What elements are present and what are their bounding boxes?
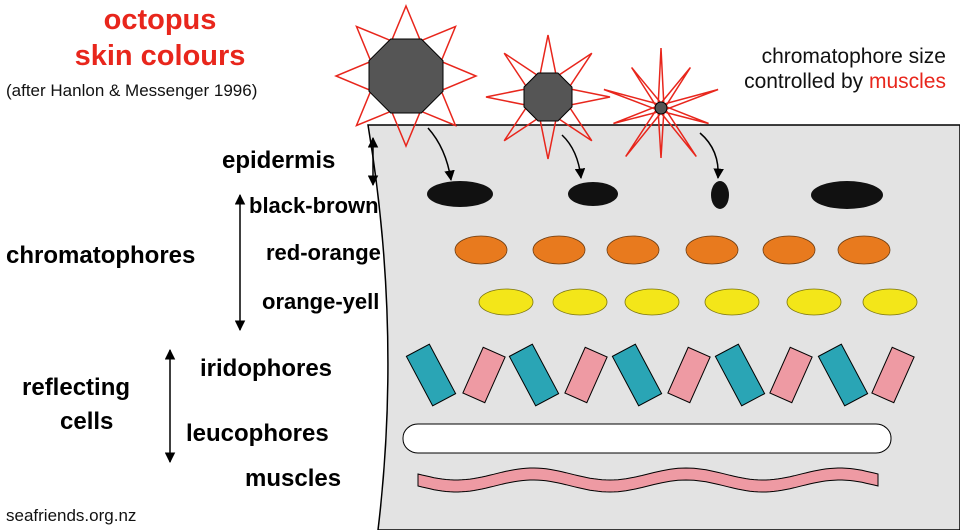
source-footer: seafriends.org.nz bbox=[6, 506, 137, 525]
orange-yellow-cell bbox=[624, 288, 680, 316]
leucophore-layer bbox=[402, 423, 892, 454]
red-orange-cell bbox=[837, 235, 891, 265]
orange-yellow-cell bbox=[478, 288, 534, 316]
orange-yellow-cell bbox=[704, 288, 760, 316]
label-chromatophores: chromatophores bbox=[6, 242, 196, 269]
red-orange-cell bbox=[532, 235, 586, 265]
diagram-credit: (after Hanlon & Messenger 1996) bbox=[6, 81, 258, 100]
black-brown-cell bbox=[711, 181, 729, 209]
iridophore-teal bbox=[405, 343, 457, 407]
red-orange-cell bbox=[606, 235, 660, 265]
label-black-brown: black-brown bbox=[249, 193, 379, 218]
iridophore-teal bbox=[611, 343, 663, 407]
chromatophore-spike bbox=[657, 47, 665, 105]
orange-yellow-chromatophore-row bbox=[478, 288, 918, 316]
black-brown-cell bbox=[427, 181, 493, 207]
chromatophore-size-note: chromatophore size controlled by muscles bbox=[744, 44, 946, 94]
orange-yellow-cell bbox=[786, 288, 842, 316]
red-orange-cell bbox=[454, 235, 508, 265]
label-orange-yell: orange-yell bbox=[262, 289, 380, 314]
diagram-title-line2: skin colours bbox=[74, 40, 246, 72]
label-red-orange: red-orange bbox=[266, 240, 381, 265]
black-brown-cell bbox=[568, 182, 618, 206]
arrow-chromatophore-3 bbox=[699, 132, 724, 180]
arrow-chromatophore-2 bbox=[561, 134, 586, 180]
red-orange-cell bbox=[762, 235, 816, 265]
black-brown-chromatophore-row bbox=[427, 181, 883, 209]
note-line1: chromatophore size bbox=[761, 45, 946, 68]
label-cells: cells bbox=[60, 408, 114, 435]
label-epidermis: epidermis bbox=[222, 147, 336, 174]
iridophore-pink bbox=[462, 346, 506, 404]
red-orange-cell bbox=[685, 235, 739, 265]
chromatophore-large-expanded bbox=[334, 4, 478, 148]
arrow-chromatophore-1 bbox=[427, 127, 455, 182]
chromatophore-spike bbox=[603, 88, 659, 111]
iridophore-pink bbox=[769, 346, 813, 404]
label-leucophores: leucophores bbox=[186, 420, 329, 447]
muscle-layer bbox=[417, 467, 879, 493]
iridophore-row bbox=[405, 343, 915, 407]
chromatophore-spike bbox=[663, 105, 709, 125]
iridophore-teal bbox=[714, 343, 766, 407]
chromatophore-small-contracted bbox=[603, 47, 719, 159]
orange-yellow-cell bbox=[862, 288, 918, 316]
iridophore-pink bbox=[667, 346, 711, 404]
orange-yellow-cell bbox=[552, 288, 608, 316]
iridophore-pink bbox=[564, 346, 608, 404]
label-reflecting: reflecting bbox=[22, 374, 131, 401]
chromatophore-spike bbox=[663, 88, 719, 111]
black-brown-cell bbox=[811, 181, 883, 209]
iridophore-pink bbox=[871, 346, 915, 404]
note-muscles-highlight: muscles bbox=[868, 70, 946, 94]
iridophore-teal bbox=[817, 343, 869, 407]
red-orange-chromatophore-row bbox=[454, 235, 891, 265]
diagram-title-line1: octopus bbox=[103, 4, 217, 36]
chromatophore-medium bbox=[485, 34, 611, 160]
note-line2: controlled by muscles bbox=[744, 69, 946, 94]
iridophore-teal bbox=[508, 343, 560, 407]
label-muscles: muscles bbox=[245, 465, 342, 492]
note-line2-prefix: controlled by bbox=[744, 70, 869, 94]
label-iridophores: iridophores bbox=[200, 355, 333, 382]
chromatophore-spike bbox=[613, 105, 659, 125]
